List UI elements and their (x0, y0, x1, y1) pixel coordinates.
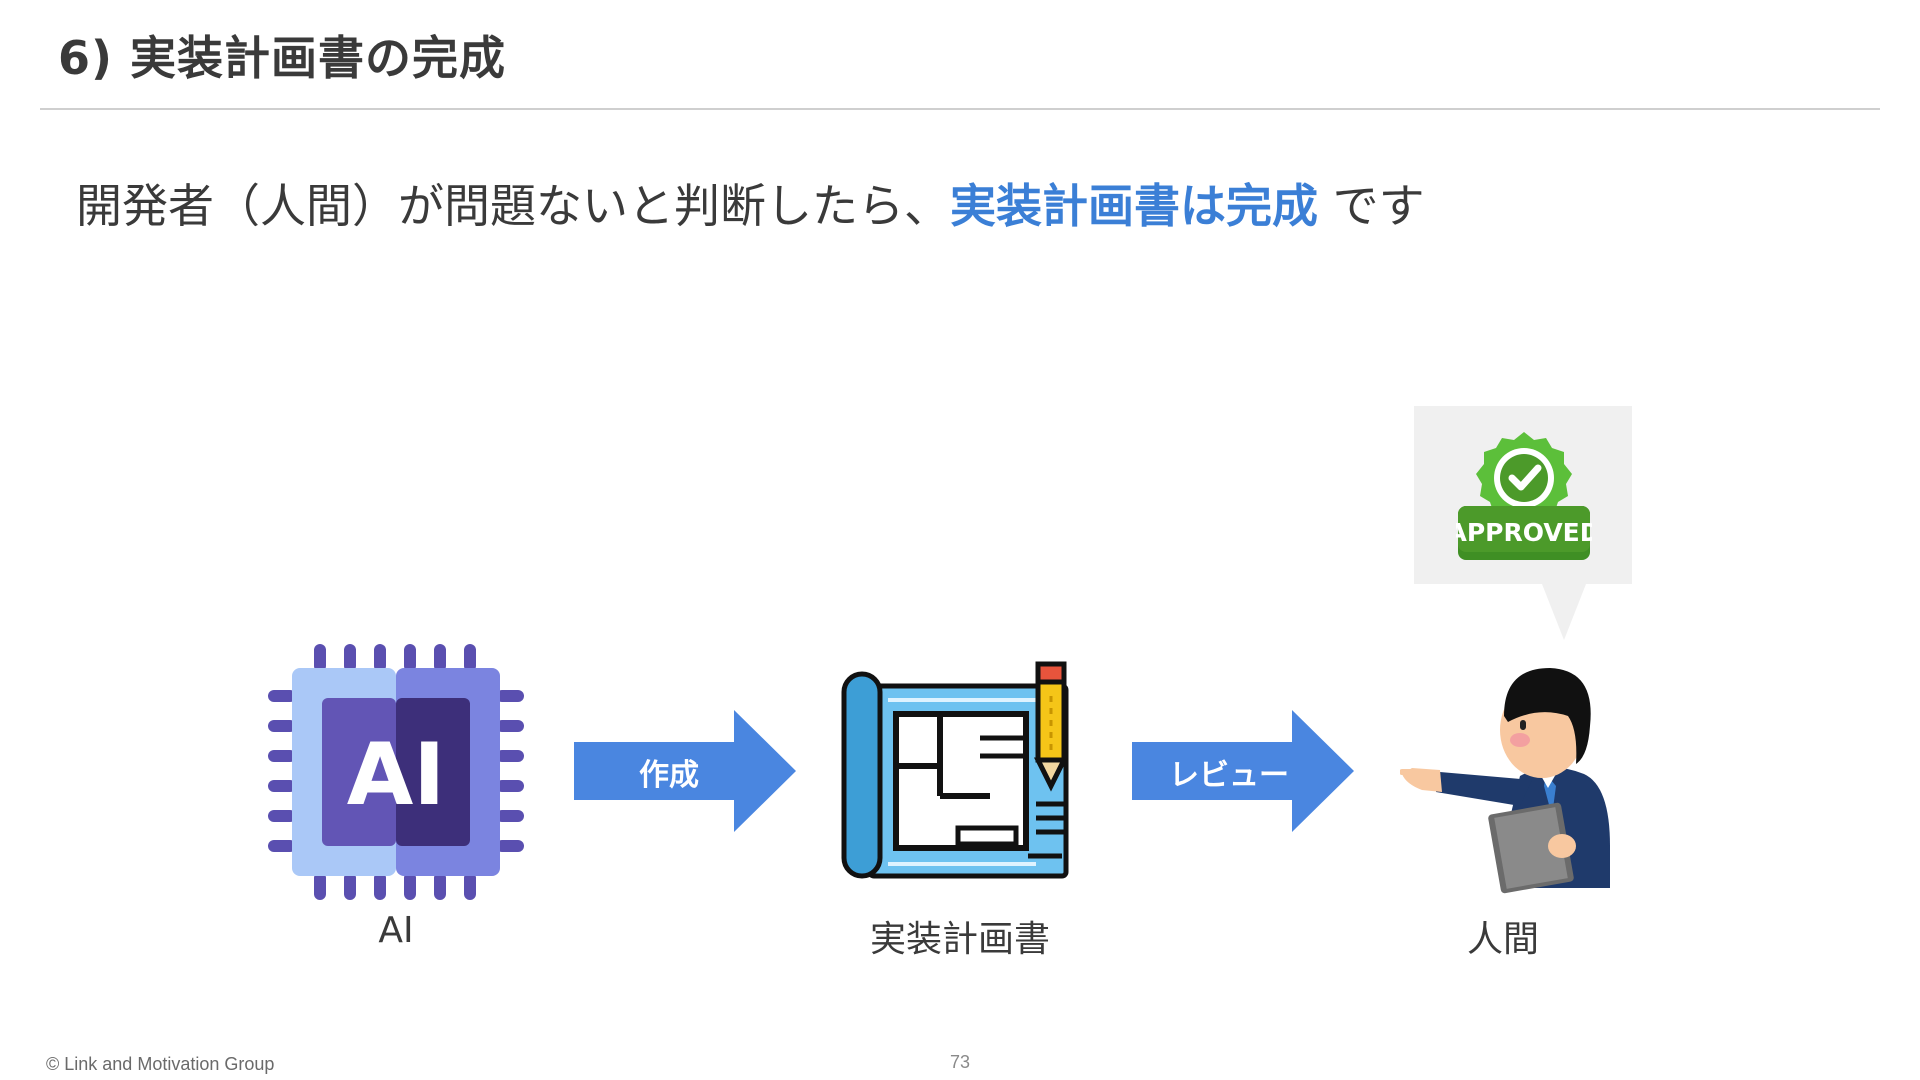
approved-badge-text: APPROVED (1456, 518, 1592, 547)
footer-copyright: © Link and Motivation Group (46, 1054, 275, 1074)
blueprint-icon (840, 656, 1090, 886)
lead-prefix: 開発者（人間）が問題ないと判断したら、 (76, 179, 950, 233)
ai-chip-icon: AI (268, 644, 524, 900)
human-caption: 人間 (1466, 919, 1539, 960)
lead-accent: 実装計画書は完成 (950, 179, 1318, 233)
plan-caption: 実装計画書 (869, 919, 1050, 960)
arrow-create-label: 作成 (639, 758, 699, 793)
arrow-create (574, 710, 796, 832)
page-number: 73 (949, 1052, 971, 1072)
lead-sentence: 開発者（人間）が問題ないと判断したら、実装計画書は完成 です (76, 170, 1425, 236)
title-divider (40, 108, 1880, 110)
arrow-review-label: レビュー (1169, 758, 1289, 793)
ai-chip-text: AI (347, 725, 446, 825)
businessman-pointing-icon (1399, 656, 1620, 896)
approved-badge-icon: APPROVED (1447, 430, 1601, 562)
arrow-review (1132, 710, 1354, 832)
speech-bubble-tail (1542, 584, 1586, 640)
slide-title: 6) 実装計画書の完成 (58, 31, 507, 85)
lead-suffix: です (1318, 179, 1425, 233)
ai-caption: AI (378, 910, 414, 951)
